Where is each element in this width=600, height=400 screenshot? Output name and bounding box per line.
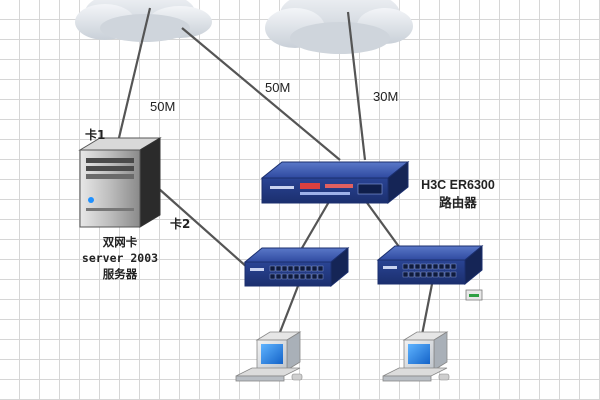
pc-icon-left — [235, 331, 303, 382]
router-caption: H3C ER6300 路由器 — [408, 176, 508, 212]
nic2-label: 卡2 — [170, 217, 191, 231]
server-caption-line3: 服务器 — [102, 267, 138, 281]
router-model-label: H3C ER6300 — [421, 178, 495, 192]
router-icon — [260, 160, 410, 205]
link-cloud2-router — [346, 11, 367, 161]
link-cloud1-router — [181, 27, 341, 161]
server-caption-line2: server 2003 — [81, 251, 159, 265]
server-caption-line1: 双网卡 — [102, 235, 138, 249]
switch-icon-right — [376, 244, 484, 301]
nic1-label: 卡1 — [85, 128, 106, 142]
link-speed-right-label: 30M — [373, 89, 399, 104]
link-speed-left-label: 50M — [150, 99, 176, 114]
server-caption: 双网卡 server 2003 服务器 — [70, 234, 170, 282]
server-icon — [78, 137, 162, 228]
router-role-label: 路由器 — [439, 196, 477, 210]
link-server-switch1 — [157, 187, 249, 269]
link-speed-mid-label: 50M — [265, 80, 291, 95]
switch-icon-left — [243, 246, 350, 288]
link-cloud1-server — [116, 7, 152, 143]
pc-icon-right — [382, 331, 450, 382]
internet-cloud-right — [265, 0, 413, 54]
